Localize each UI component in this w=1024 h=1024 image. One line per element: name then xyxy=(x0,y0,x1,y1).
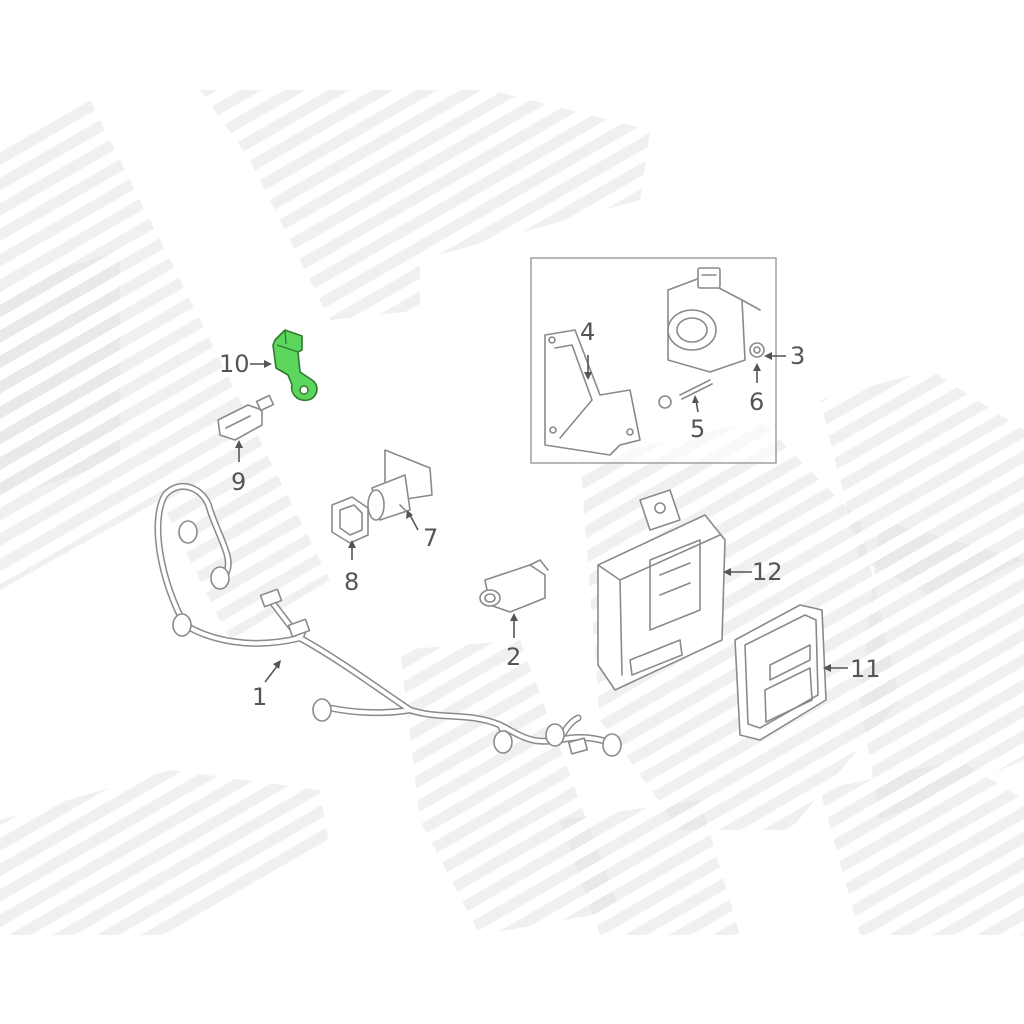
sensor-bracket-group xyxy=(530,257,777,464)
callout-labels: 10 9 8 7 2 1 12 11 4 5 6 3 xyxy=(219,318,881,711)
sensor-part-2 xyxy=(479,559,549,613)
callout-11: 11 xyxy=(850,655,881,683)
connector-part-9 xyxy=(217,394,275,441)
callout-10: 10 xyxy=(219,350,250,378)
callout-1: 1 xyxy=(252,683,267,711)
callout-2: 2 xyxy=(506,643,521,671)
control-unit-part-12 xyxy=(597,489,726,691)
bolt-part-5 xyxy=(679,379,711,396)
callout-6: 6 xyxy=(749,388,764,416)
callout-12: 12 xyxy=(752,558,783,586)
bracket-part-4 xyxy=(544,329,641,456)
nut-part-6 xyxy=(749,342,765,358)
bracket-part-10-highlighted[interactable] xyxy=(272,329,318,402)
callout-7: 7 xyxy=(423,524,438,552)
sensor-holder-part-7 xyxy=(367,449,433,521)
callout-5: 5 xyxy=(690,415,705,443)
callout-4: 4 xyxy=(580,318,595,346)
leader-lines xyxy=(235,352,848,683)
callout-3: 3 xyxy=(790,342,805,370)
callout-8: 8 xyxy=(344,568,359,596)
module-part-11 xyxy=(734,604,827,741)
ring-part-8 xyxy=(331,496,369,544)
wiring-harness-part-1 xyxy=(154,482,622,757)
watermark xyxy=(0,90,1024,935)
callout-9: 9 xyxy=(231,468,246,496)
